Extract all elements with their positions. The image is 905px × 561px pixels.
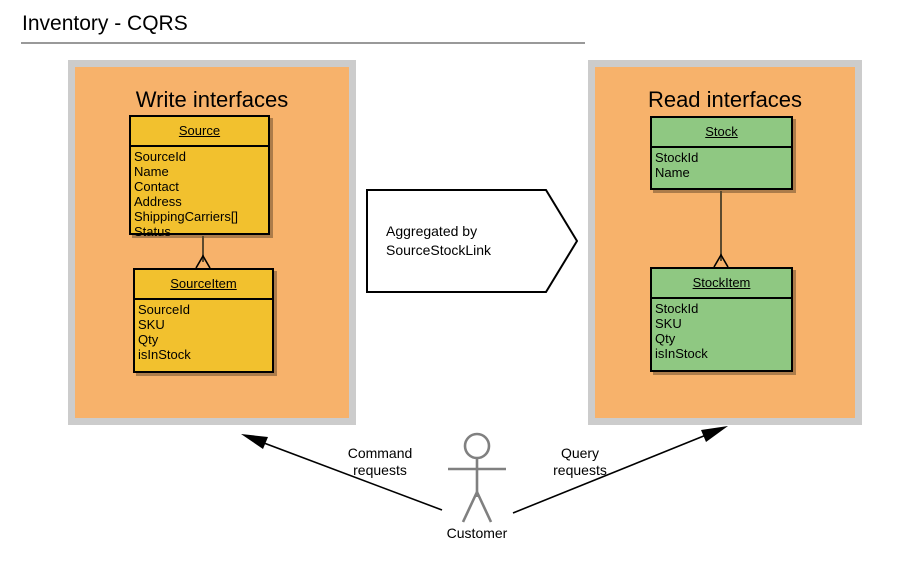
class-attributes-sourceitem: SourceId SKU Qty isInStock (135, 300, 272, 366)
page-title: Inventory - CQRS (22, 12, 188, 35)
class-attributes-stockitem: StockId SKU Qty isInStock (652, 299, 791, 365)
class-name-source: Source (178, 123, 221, 138)
actor-customer-figure[interactable] (448, 432, 506, 523)
class-attribute: Address (134, 194, 182, 209)
class-header-stock: Stock (652, 118, 791, 148)
aggregated-by-line2: SourceStockLink (386, 242, 492, 258)
panel-read-title: Read interfaces (647, 87, 803, 112)
class-attribute: Qty (655, 331, 676, 346)
flow-command-label-line2: requests (353, 462, 407, 478)
class-attribute: Contact (134, 179, 179, 194)
actor-customer-label: Customer (446, 525, 508, 541)
class-attributes-stock: StockId Name (652, 148, 791, 184)
class-attribute: Qty (138, 332, 159, 347)
class-attribute: StockId (655, 301, 699, 316)
callout-shape (366, 189, 578, 293)
class-header-sourceitem: SourceItem (135, 270, 272, 300)
class-attribute: SKU (655, 316, 682, 331)
actor-leg-left (461, 491, 479, 523)
aggregated-by-line1: Aggregated by (386, 223, 478, 239)
class-attribute: isInStock (655, 346, 708, 361)
class-attributes-source: SourceId Name Contact Address ShippingCa… (131, 147, 268, 243)
class-name-stockitem: StockItem (692, 275, 751, 290)
class-attribute: Status (134, 224, 171, 239)
class-name-sourceitem: SourceItem (170, 276, 237, 291)
class-attribute: isInStock (138, 347, 191, 362)
class-attribute: Name (655, 165, 690, 180)
class-attribute: SourceId (134, 149, 187, 164)
class-header-stockitem: StockItem (652, 269, 791, 299)
class-name-stock: Stock (705, 124, 738, 139)
class-header-source: Source (131, 117, 268, 147)
class-box-stockitem[interactable]: StockItem StockId SKU Qty isInStock (650, 267, 793, 372)
class-box-stock[interactable]: Stock StockId Name (650, 116, 793, 190)
class-attribute: Name (134, 164, 169, 179)
class-attribute: SourceId (138, 302, 191, 317)
class-box-sourceitem[interactable]: SourceItem SourceId SKU Qty isInStock (133, 268, 274, 373)
title-underline (21, 42, 585, 44)
aggregated-by-callout[interactable] (366, 189, 578, 293)
class-attribute: ShippingCarriers[] (134, 209, 239, 224)
class-attribute: StockId (655, 150, 699, 165)
class-attribute: SKU (138, 317, 165, 332)
class-box-source[interactable]: Source SourceId Name Contact Address Shi… (129, 115, 270, 239)
panel-write-title: Write interfaces (135, 87, 289, 112)
actor-leg-right (475, 491, 493, 523)
actor-head (463, 432, 491, 460)
flow-command-label-line1: Command (347, 445, 413, 461)
flow-query-label-line2: requests (553, 462, 607, 478)
flow-query-label-line1: Query (560, 445, 600, 461)
